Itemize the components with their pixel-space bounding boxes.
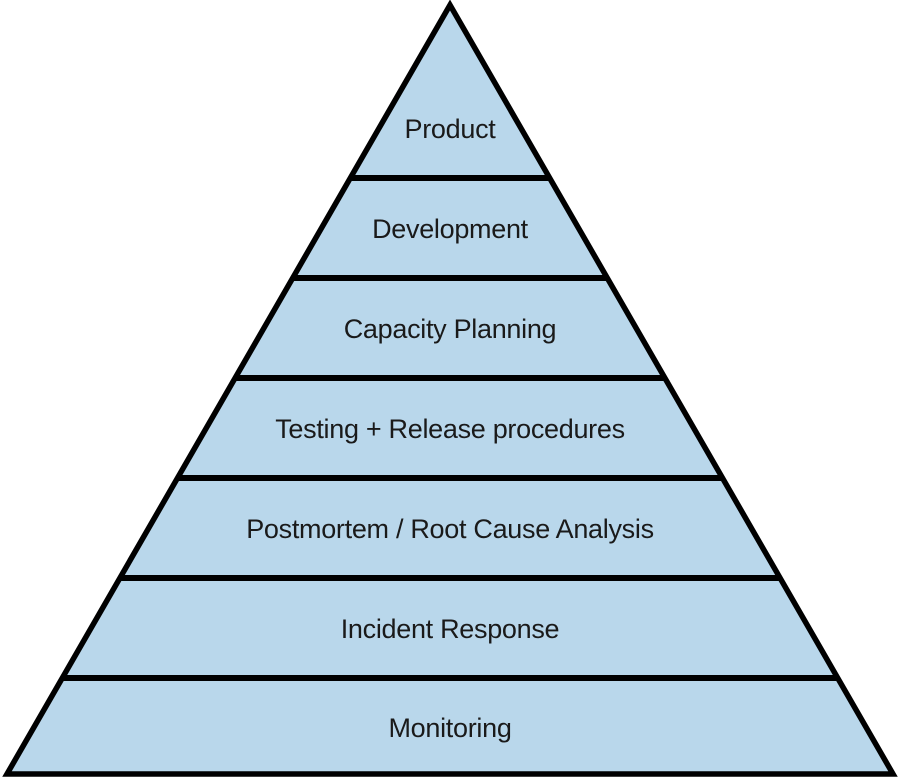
level-label-postmortem-root-cause-analysis: Postmortem / Root Cause Analysis <box>246 514 654 544</box>
level-label-development: Development <box>372 214 529 244</box>
level-label-incident-response: Incident Response <box>341 614 560 644</box>
level-label-product: Product <box>405 114 497 144</box>
level-label-monitoring: Monitoring <box>388 713 511 743</box>
level-label-testing-release-procedures: Testing + Release procedures <box>275 414 625 444</box>
level-labels: Product Development Capacity Planning Te… <box>246 114 654 743</box>
level-label-capacity-planning: Capacity Planning <box>344 314 557 344</box>
